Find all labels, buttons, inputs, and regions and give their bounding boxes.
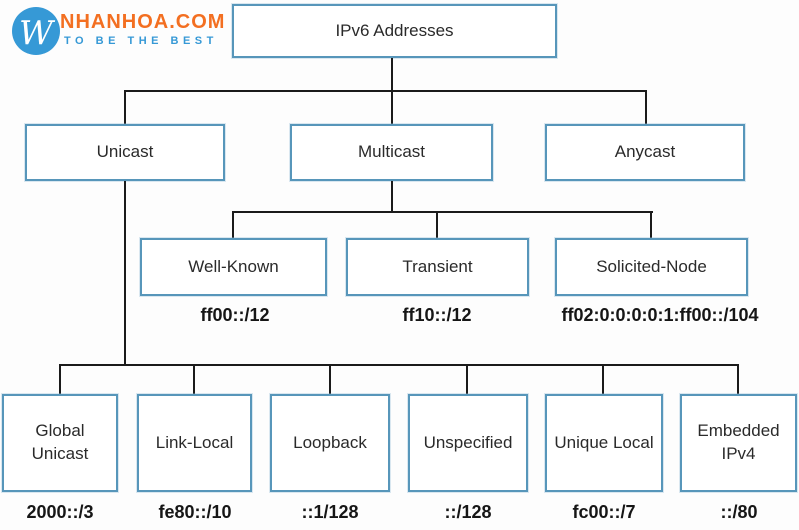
connector-drop-multicast	[391, 90, 393, 124]
node-label: Unicast	[96, 142, 154, 162]
connector-drop-unicast	[124, 90, 126, 124]
connector-drop-loopback	[329, 364, 331, 394]
node-unicast: Unicast	[25, 124, 225, 181]
logo-brand-text: NHANHOA.COM	[60, 11, 226, 33]
connector-drop-unspecified	[466, 364, 468, 394]
prefix-well-known: ff00::/12	[200, 305, 270, 325]
node-label: Solicited-Node	[596, 256, 707, 276]
connector-multicast-stem	[391, 181, 393, 211]
connector-drop-embedded-ipv4	[737, 364, 739, 394]
prefix-transient: ff10::/12	[402, 305, 472, 325]
prefix-global-unicast: 2000::/3	[26, 502, 94, 522]
connector-drop-global-unicast	[59, 364, 61, 394]
node-multicast: Multicast	[290, 124, 493, 181]
node-embedded-ipv4: Embedded IPv4	[680, 394, 797, 492]
node-unique-local: Unique Local	[545, 394, 663, 492]
node-label: Transient	[402, 256, 473, 276]
node-label: Global Unicast	[31, 421, 89, 463]
node-label: Multicast	[357, 142, 426, 162]
connector-unicast-stem	[124, 181, 126, 366]
node-loopback: Loopback	[270, 394, 390, 492]
node-label: Unique Local	[554, 432, 654, 452]
logo-tagline-text: TO BE THE BEST	[64, 35, 218, 47]
connector-root-stem	[391, 58, 393, 91]
prefix-loopback: ::1/128	[301, 502, 359, 522]
node-well-known: Well-Known	[140, 238, 327, 296]
node-label: Embedded IPv4	[697, 421, 780, 463]
connector-unicast-bus	[59, 364, 739, 366]
node-global-unicast: Global Unicast	[2, 394, 118, 492]
connector-drop-unique-local	[602, 364, 604, 394]
connector-multicast-bus	[232, 211, 653, 213]
node-link-local: Link-Local	[137, 394, 252, 492]
prefix-embedded-ipv4: ::/80	[720, 502, 758, 522]
node-label: IPv6 Addresses	[335, 20, 454, 40]
node-label: Well-Known	[188, 256, 279, 276]
prefix-unspecified: ::/128	[444, 502, 492, 522]
connector-drop-well-known	[232, 211, 234, 238]
prefix-solicited-node: ff02:0:0:0:0:1:ff00::/104	[561, 305, 759, 325]
nhanhoa-logo: W NHANHOA.COM TO BE THE BEST	[8, 4, 238, 56]
node-solicited-node: Solicited-Node	[555, 238, 748, 296]
node-label: Anycast	[614, 142, 676, 162]
node-unspecified: Unspecified	[408, 394, 528, 492]
node-anycast: Anycast	[545, 124, 745, 181]
node-label: Loopback	[293, 432, 367, 452]
connector-drop-solicited-node	[650, 211, 652, 238]
connector-drop-link-local	[193, 364, 195, 394]
logo-monogram: W	[19, 12, 53, 52]
connector-level1-bus	[124, 90, 647, 92]
prefix-unique-local: fc00::/7	[572, 502, 636, 522]
prefix-link-local: fe80::/10	[158, 502, 232, 522]
node-label: Unspecified	[423, 432, 513, 452]
node-transient: Transient	[346, 238, 529, 296]
connector-drop-transient	[436, 211, 438, 238]
logo-w-icon: W	[12, 7, 60, 55]
connector-drop-anycast	[645, 90, 647, 124]
node-ipv6-addresses: IPv6 Addresses	[232, 4, 557, 58]
node-label: Link-Local	[155, 432, 234, 452]
